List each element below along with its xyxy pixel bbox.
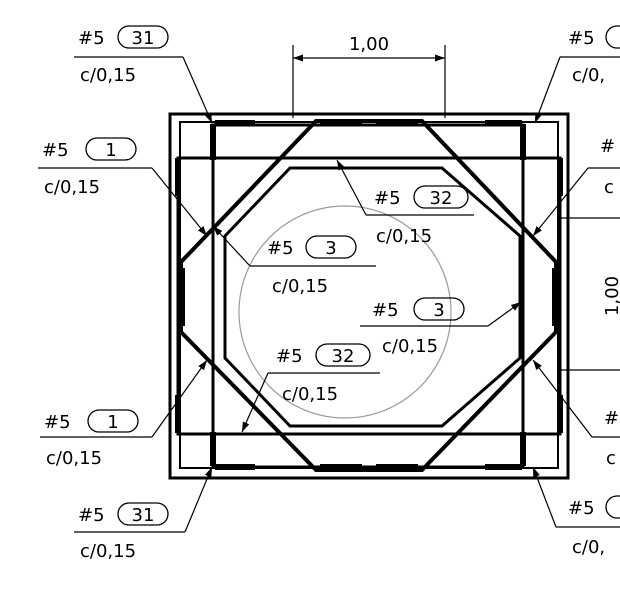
callout-mark-bubble	[605, 25, 620, 49]
callout-spacing: c/0,	[572, 537, 605, 558]
callout-tr-31: #5 c/0,	[534, 25, 620, 124]
callout-mark-bubble	[315, 343, 371, 367]
callout-mark-bubble	[87, 409, 139, 433]
callout-spacing: c/0,15	[376, 226, 432, 247]
callout-spacing: c/0,15	[282, 384, 338, 405]
reference-circle	[238, 205, 452, 419]
callout-mark-bubble	[305, 235, 357, 259]
callout-bar-size: #5	[374, 188, 401, 209]
callout-mark: 31	[132, 28, 155, 49]
callout-spacing: c/0,15	[272, 276, 328, 297]
stirrup-31	[211, 123, 525, 469]
dimension-vertical	[560, 217, 620, 371]
callout-mark-bubble	[117, 25, 169, 49]
callout-tl-31: #5 31 c/0,15	[74, 25, 213, 124]
callout-center-3-left: #5 3 c/0,15	[212, 225, 376, 297]
callout-spacing: c/0,15	[382, 336, 438, 357]
callout-mark: 32	[430, 188, 453, 209]
callout-spacing: c/0,	[572, 65, 605, 86]
callout-spacing: c/0,15	[46, 448, 102, 469]
callout-mark: 3	[433, 300, 444, 321]
callout-br-31: #5 c/0,	[532, 466, 620, 558]
callout-mark-bubble	[413, 297, 465, 321]
callout-bar-size: #	[604, 408, 619, 429]
callout-bl-31: #5 31 c/0,15	[74, 466, 213, 562]
callout-bar-size: #5	[568, 28, 595, 49]
callout-left-1-bot: #5 1 c/0,15	[40, 359, 208, 469]
callout-right-top: # c	[532, 136, 620, 237]
callout-mark: 3	[325, 238, 336, 259]
dimension-height-label: 1,00	[602, 276, 620, 316]
callout-mark-bubble	[117, 502, 169, 526]
dimension-width-label: 1,00	[349, 34, 389, 55]
callout-spacing: c/0,15	[80, 541, 136, 562]
callout-spacing: c/0,15	[44, 177, 100, 198]
callout-left-1-top: #5 1 c/0,15	[38, 137, 208, 237]
callout-mark: 32	[332, 346, 355, 367]
callout-center-32-bot: #5 32 c/0,15	[241, 343, 380, 433]
callout-center-32-top: #5 32 c/0,15	[336, 159, 474, 247]
callout-bar-size: #5	[267, 238, 294, 259]
callout-spacing: c/0,15	[80, 65, 136, 86]
callout-spacing: c	[606, 448, 616, 469]
callout-bar-size: #5	[44, 412, 71, 433]
callout-right-bot: # c	[532, 359, 620, 469]
callout-bar-size: #5	[372, 300, 399, 321]
callout-mark: 1	[105, 140, 116, 161]
callout-mark: 1	[107, 412, 118, 433]
callout-mark-bubble	[85, 137, 137, 161]
callout-bar-size: #	[600, 136, 615, 157]
stirrup-1	[176, 156, 562, 436]
lap-segments	[175, 119, 563, 470]
callout-mark-bubble	[605, 495, 620, 519]
callout-mark: 31	[132, 505, 155, 526]
callout-center-3-right: #5 3 c/0,15	[360, 297, 522, 357]
callout-bar-size: #5	[78, 505, 105, 526]
octagonal-stirrups	[179, 119, 558, 472]
callout-bar-size: #5	[568, 498, 595, 519]
callout-bar-size: #5	[42, 140, 69, 161]
callout-bar-size: #5	[78, 28, 105, 49]
dimension-horizontal	[292, 45, 446, 118]
callout-spacing: c	[604, 177, 614, 198]
callout-mark-bubble	[413, 185, 469, 209]
callout-bar-size: #5	[276, 346, 303, 367]
